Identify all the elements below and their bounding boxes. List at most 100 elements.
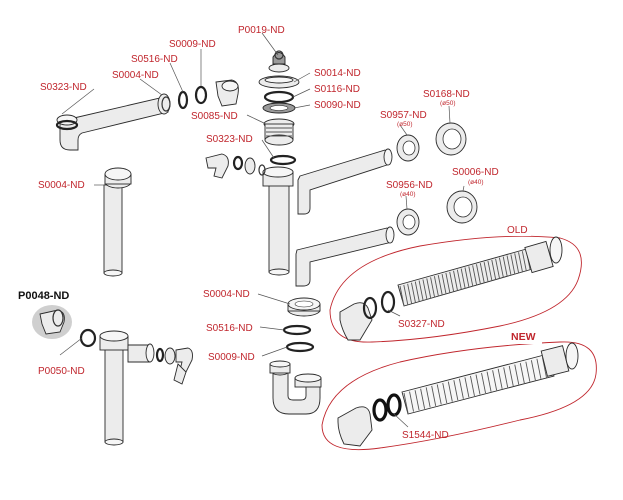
hose-rib [506,255,512,276]
hose-rib [542,357,547,378]
hose-rib [437,275,443,296]
hose-rib [476,264,481,285]
old-hose-group [329,222,582,343]
hose-rib [453,380,459,401]
hose-rib [449,271,455,292]
overflow-gasket-s0009 [194,85,208,105]
new-hose-group [321,328,597,451]
hose-rib [518,252,523,273]
hose-rib [491,259,497,280]
hose-rib [492,370,498,391]
hose-rib [502,256,508,277]
adapter-s0168 [435,122,467,156]
label-s0090: S0090-ND [314,100,361,111]
tee-side-connector [155,347,193,385]
label-s0006: S0006-ND [452,167,499,178]
hose-rib [510,254,516,275]
hose-rib [503,367,509,388]
label-s1544: S1544-ND [402,430,449,441]
hose-rib [426,278,432,299]
label-s0168-dia: (ø50) [440,100,456,107]
hose-rib [420,388,426,409]
plug-p0019 [268,50,290,73]
label-s0323-mid: S0323-ND [206,134,253,145]
hose-rib [425,387,431,408]
gasket-s0323-mid [269,154,297,166]
label-s0009-mid: S0009-ND [208,352,255,363]
hose-rib [519,363,525,384]
hose-rib [456,269,462,290]
tag-new: NEW [511,331,536,343]
label-s0004-mid: S0004-ND [203,289,250,300]
leader-lines [59,32,465,428]
strainer-s0014 [258,75,300,89]
adapter-s0957 [396,134,420,162]
hose-rib [442,382,448,404]
hose-rib [441,273,447,295]
tailpiece-left [103,167,132,277]
tag-old: OLD [507,225,528,236]
adapter-s0956 [396,208,420,236]
basket-body-s0085 [263,118,295,146]
hose-rib [483,261,489,283]
tee-pipe-left [99,330,155,446]
hose-rib [436,384,442,405]
hose-rib [407,283,413,304]
hose-rib [521,251,527,272]
hose-rib [453,270,458,291]
label-s0516-top: S0516-ND [131,54,178,65]
label-s0956-dia: (ø40) [400,191,416,198]
hose-rib [447,381,453,402]
hose-rib [498,257,504,278]
hose-rib [464,267,470,288]
washer-s0516-mid [282,324,312,336]
u-trap [269,360,322,415]
hose-rib [431,385,437,406]
overflow-washer-s0516 [177,90,189,110]
hose-rib [445,272,451,294]
label-s0085: S0085-ND [191,111,238,122]
nut-s0004-mid [287,297,321,317]
hose-rib [468,266,474,287]
label-s0957-dia: (ø50) [397,121,413,128]
label-p0048: P0048-ND [18,290,69,302]
hose-rib [411,282,416,303]
label-s0957: S0957-ND [380,110,427,121]
label-s0956: S0956-ND [386,180,433,191]
hose-rib [464,377,470,398]
hose-rib [514,364,520,385]
center-side-elbow [205,153,266,179]
hose-rib [536,358,542,379]
overflow-pipe-lower [295,226,395,287]
hose-rib [481,372,486,394]
hose-rib [414,390,420,411]
label-p0019: P0019-ND [238,25,285,36]
label-s0009-top: S0009-ND [169,39,216,50]
hose-rib [487,260,493,282]
label-s0014: S0014-ND [314,68,361,79]
hose-rib [472,265,478,286]
label-s0116: S0116-ND [314,84,360,95]
hose-rib [460,268,466,289]
label-s0004-top: S0004-ND [112,70,159,81]
hose-rib [495,258,501,279]
hose-rib [479,263,485,284]
hose-rib [399,285,405,307]
label-s0004-left: S0004-ND [38,180,85,191]
label-s0168: S0168-ND [423,89,470,100]
hose-rib [530,360,536,381]
label-s0323-left: S0323-ND [40,82,87,93]
overflow-pipe-upper [297,148,393,215]
label-s0516-mid: S0516-ND [206,323,253,334]
overflow-nut-s0004 [157,93,171,115]
hose-rib [508,365,514,387]
label-p0050: P0050-ND [38,366,85,377]
gasket-s0116 [263,90,295,104]
adapter-s0006 [446,190,478,224]
washer-s0090 [262,102,296,114]
p0050-gasket [79,328,97,348]
overflow-elbow-s0009 [215,79,239,107]
label-s0006-dia: (ø40) [468,179,484,186]
hose-rib [418,280,424,301]
hose-rib [403,284,409,306]
